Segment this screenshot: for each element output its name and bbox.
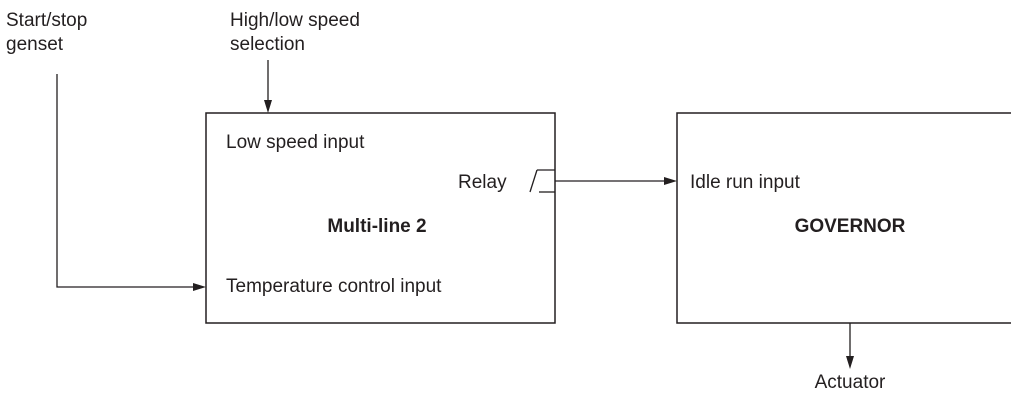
actuator-label: Actuator xyxy=(815,372,886,393)
multiline-title: Multi-line 2 xyxy=(327,216,426,237)
temperature-control-input-label: Temperature control input xyxy=(226,276,442,297)
speed-selection-arrowhead xyxy=(264,100,272,113)
start-stop-label-line1: Start/stop xyxy=(6,10,87,31)
relay-arrowhead xyxy=(664,177,677,185)
multiline-block xyxy=(205,112,556,324)
start-stop-signal-line xyxy=(56,74,193,288)
speed-selection-label-line1: High/low speed xyxy=(230,10,360,31)
governor-block xyxy=(676,112,1011,324)
relay-label: Relay xyxy=(458,172,507,193)
actuator-arrowhead xyxy=(846,356,854,369)
start-stop-label-line2: genset xyxy=(6,34,64,55)
relay-contact-symbol xyxy=(529,169,555,193)
idle-run-input-label: Idle run input xyxy=(690,172,801,193)
speed-selection-label-line2: selection xyxy=(230,34,305,55)
governor-title: GOVERNOR xyxy=(795,216,906,237)
low-speed-input-label: Low speed input xyxy=(226,132,365,153)
start-stop-arrowhead xyxy=(193,283,206,291)
